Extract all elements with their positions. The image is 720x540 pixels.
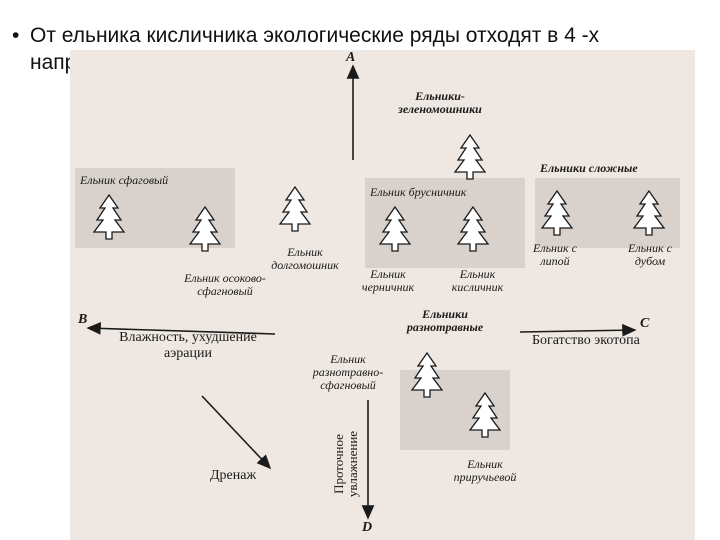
type-lingonberry: Ельник брусничник — [370, 185, 467, 199]
spruce-tree-icon — [540, 190, 574, 236]
group-herb-text: Ельники разнотравные — [406, 307, 484, 334]
axis-label-richness: Богатство экотопа — [532, 333, 640, 348]
axis-label-flow: Проточное увлажнение — [331, 414, 360, 514]
letter-c: C — [640, 316, 650, 331]
type-herb-sphagnum-text: Ельник разнотравно-сфагновый — [312, 352, 384, 392]
spruce-tree-icon — [456, 206, 490, 252]
ecological-series-diagram: A B C D Влажность, ухудшение аэрации Бог… — [70, 50, 695, 540]
type-oak: Ельник с дубом — [615, 242, 685, 268]
spruce-tree-icon — [632, 190, 666, 236]
letter-b: B — [78, 312, 88, 327]
type-sphagnum: Ельник сфаговый — [80, 173, 169, 187]
type-blueberry-text: Ельник черничник — [361, 267, 415, 294]
group-green-moss: Ельники-зеленомошники — [385, 90, 495, 116]
type-longmoss-text: Ельник долгомошник — [271, 245, 339, 272]
letter-a: A — [346, 50, 356, 65]
axis-label-drainage: Дренаж — [210, 468, 257, 483]
type-herb-sphagnum: Ельник разнотравно-сфагновый — [298, 353, 398, 392]
group-green-moss-text: Ельники-зеленомошники — [398, 89, 482, 116]
spruce-tree-icon — [468, 392, 502, 438]
type-linden: Ельник с липой — [525, 242, 585, 268]
bullet: • — [12, 24, 20, 47]
type-stream: Ельник приручьевой — [440, 458, 530, 484]
axis-label-humidity: Влажность, ухудшение аэрации — [98, 330, 278, 362]
type-oxalis-text: Ельник кисличник — [451, 267, 504, 294]
spruce-tree-icon — [453, 134, 487, 180]
type-oxalis: Ельник кисличник — [440, 268, 515, 294]
spruce-tree-icon — [278, 186, 312, 232]
arrow-drainage — [201, 395, 272, 470]
type-blueberry: Ельник черничник — [353, 268, 423, 294]
spruce-tree-icon — [92, 194, 126, 240]
axis-arrows — [86, 64, 637, 520]
letter-d: D — [362, 520, 373, 535]
axis-label-flow-text: Проточное увлажнение — [331, 430, 360, 498]
type-sedge: Ельник осоково-сфагновый — [160, 272, 290, 298]
spruce-tree-icon — [188, 206, 222, 252]
type-sedge-text: Ельник осоково-сфагновый — [184, 271, 266, 298]
axis-label-humidity-text: Влажность, ухудшение аэрации — [119, 330, 257, 361]
type-stream-text: Ельник приручьевой — [453, 457, 517, 484]
type-longmoss: Ельник долгомошник — [255, 246, 355, 272]
group-herb: Ельники разнотравные — [390, 308, 500, 334]
type-oak-text: Ельник с дубом — [628, 241, 672, 268]
spruce-tree-icon — [410, 352, 444, 398]
type-linden-text: Ельник с липой — [533, 241, 577, 268]
spruce-tree-icon — [378, 206, 412, 252]
group-complex: Ельники сложные — [540, 161, 638, 175]
arrow-right-c — [519, 323, 637, 337]
arrow-left-b — [86, 322, 276, 335]
